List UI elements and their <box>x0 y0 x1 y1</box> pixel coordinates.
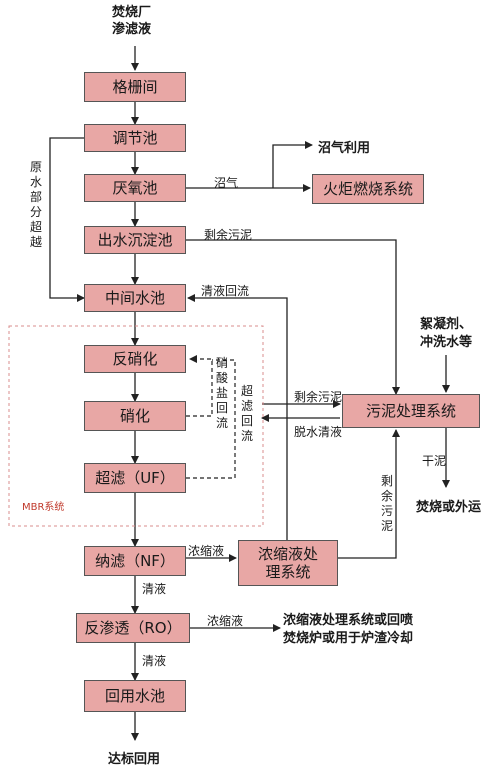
regulating-tank-box: 调节池 <box>84 124 186 152</box>
nf-clear-label: 清液 <box>142 582 167 596</box>
flocculant-label: 絮凝剂、 冲洗水等 <box>420 317 473 350</box>
dry-sludge-label: 干泥 <box>422 454 447 468</box>
biogas-label: 沼气 <box>214 176 239 190</box>
sludge-system-box: 污泥处理系统 <box>342 394 480 428</box>
ultrafiltration-box: 超滤（UF） <box>84 463 186 493</box>
concentrate-system-box: 浓缩液处 理系统 <box>238 540 338 586</box>
excess-sludge-vertical-label: 剩余污泥 <box>380 474 393 533</box>
clear-return-label: 清液回流 <box>201 284 250 298</box>
ro-concentrate-label: 浓缩液 <box>207 614 244 628</box>
mbr-system-label: MBR系统 <box>22 502 65 513</box>
nanofiltration-box: 纳滤（NF） <box>84 546 186 576</box>
uf-return-label: 超滤回流 <box>240 384 253 443</box>
source-label: 焚烧厂 渗滤液 <box>112 5 152 37</box>
biogas-use-label: 沼气利用 <box>318 141 371 156</box>
final-reuse-label: 达标回用 <box>108 752 161 767</box>
flare-system-box: 火炬燃烧系统 <box>312 174 424 204</box>
grid-box: 格栅间 <box>84 72 186 102</box>
ro-destination-label: 浓缩液处理系统或回喷 焚烧炉或用于炉渣冷却 <box>283 613 414 646</box>
nf-concentrate-label: 浓缩液 <box>188 544 225 558</box>
ro-clear-label: 清液 <box>142 654 167 668</box>
raw-bypass-label: 原水部分超越 <box>29 160 42 249</box>
anaerobic-tank-box: 厌氧池 <box>84 174 186 202</box>
incinerate-label: 焚烧或外运 <box>416 500 482 515</box>
nitrification-box: 硝化 <box>84 401 186 431</box>
excess-sludge-label-2: 剩余污泥 <box>294 390 343 404</box>
reuse-tank-box: 回用水池 <box>84 680 186 712</box>
excess-sludge-label-1: 剩余污泥 <box>204 228 253 242</box>
dewater-liquid-label: 脱水清液 <box>294 425 343 439</box>
nitrate-return-label: 硝酸盐回流 <box>215 356 228 430</box>
settling-tank-box: 出水沉淀池 <box>84 226 186 254</box>
reverse-osmosis-box: 反渗透（RO） <box>76 613 190 643</box>
denitrification-box: 反硝化 <box>84 345 186 373</box>
middle-tank-box: 中间水池 <box>84 284 186 312</box>
